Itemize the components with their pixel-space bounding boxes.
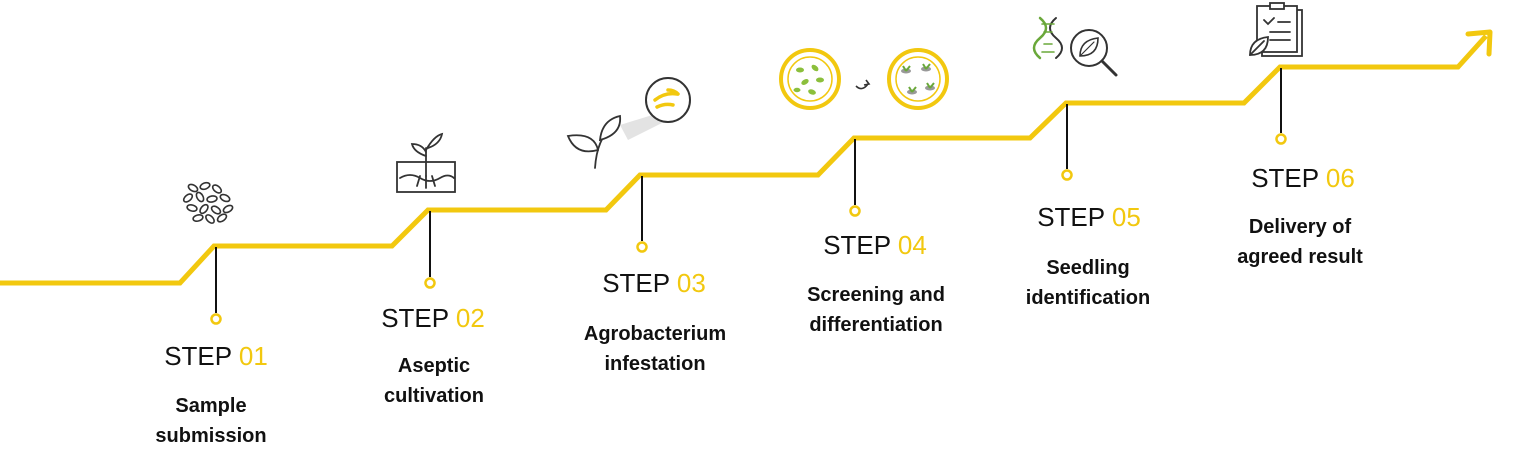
step-01-label: STEP 01 [116,341,316,372]
step-03-stem [636,176,648,253]
step-word: STEP [1037,202,1105,232]
step-06-description: Delivery of agreed result [1200,212,1400,272]
step-desc-line: Screening and [807,284,945,306]
step-06-label: STEP 06 [1203,163,1403,194]
step-01-description: Sample submission [111,391,311,451]
step-01-stem [210,247,222,325]
step-number: 05 [1111,202,1141,232]
staircase-line [0,34,1488,286]
step-desc-line: submission [155,425,267,447]
step-desc-line: differentiation [809,314,943,336]
step-word: STEP [381,303,449,333]
step-04-description: Screening and differentiation [776,280,976,340]
step-06-stem [1275,68,1287,145]
step-desc-line: Agrobacterium [583,323,727,345]
clipboard-leaf-icon [1249,2,1303,57]
step-04-stem [849,139,861,217]
step-desc-line: Delivery of [1248,216,1352,238]
step-desc-line: agreed result [1237,246,1363,268]
step-desc-line: identification [1025,287,1151,309]
step-02-label: STEP 02 [333,303,533,334]
step-desc-line: Aseptic [397,355,471,377]
step-05-description: Seedling identification [988,253,1188,313]
step-desc-line: cultivation [383,385,484,407]
step-02-description: Aseptic cultivation [334,351,534,411]
step-02-stem [424,211,436,289]
step-05-stem [1061,104,1073,181]
petri-dish-icon [779,48,949,110]
step-number: 02 [455,303,485,333]
step-03-description: Agrobacterium infestation [555,319,755,379]
step-word: STEP [164,341,232,371]
step-word: STEP [1251,163,1319,193]
step-desc-line: infestation [604,353,706,375]
dna-leaf-search-icon [1032,16,1118,77]
step-desc-line: Sample [175,395,247,417]
step-number: 04 [897,230,927,260]
step-05-label: STEP 05 [989,202,1189,233]
step-word: STEP [602,268,670,298]
sprout-in-soil-icon [396,132,456,193]
step-03-label: STEP 03 [554,268,754,299]
seeds-icon [182,181,234,224]
step-desc-line: Seedling [1046,257,1130,279]
step-word: STEP [823,230,891,260]
arrow-head-icon [1465,29,1493,57]
step-number: 03 [676,268,706,298]
step-04-label: STEP 04 [775,230,975,261]
leaf-magnifier-bacteria-icon [566,77,691,169]
step-number: 06 [1325,163,1355,193]
step-number: 01 [238,341,268,371]
